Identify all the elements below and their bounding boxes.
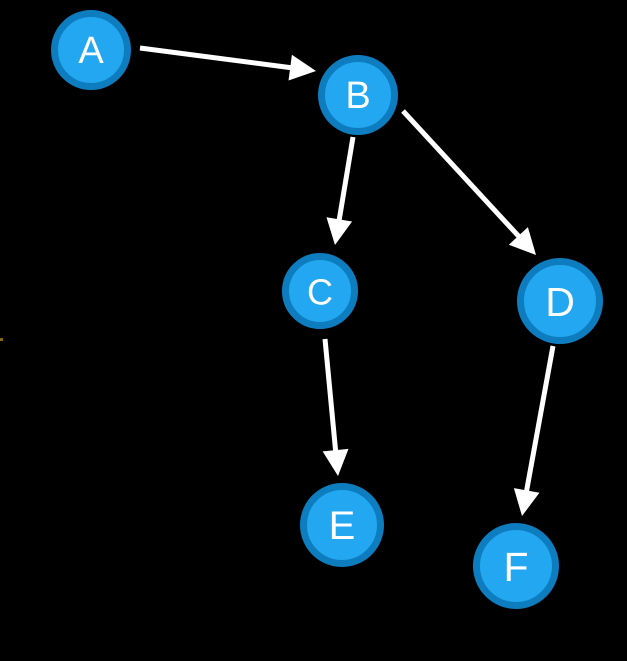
arrowhead-icon: [513, 488, 540, 516]
edge-B-D: [401, 109, 536, 255]
edge-line: [139, 45, 295, 71]
node-C[interactable]: C: [282, 253, 358, 329]
nodes-layer: A B C D E F: [51, 10, 603, 609]
node-circle[interactable]: [517, 258, 603, 344]
node-circle[interactable]: [300, 483, 384, 567]
edge-A-B: [139, 45, 316, 81]
arrowhead-icon: [322, 448, 349, 476]
node-circle[interactable]: [51, 10, 131, 90]
edge-line: [401, 109, 523, 241]
node-E[interactable]: E: [300, 483, 384, 567]
arrowhead-icon: [326, 217, 353, 245]
node-A[interactable]: A: [51, 10, 131, 90]
edge-C-E: [322, 338, 349, 476]
node-D[interactable]: D: [517, 258, 603, 344]
edge-B-C: [326, 136, 356, 245]
edge-D-F: [513, 345, 556, 516]
node-circle[interactable]: [473, 523, 559, 609]
edges-layer: [139, 45, 556, 516]
node-circle[interactable]: [318, 55, 398, 135]
edge-line: [523, 345, 556, 495]
stray-pixel-artifact: [0, 338, 3, 341]
edge-line: [322, 338, 339, 455]
node-F[interactable]: F: [473, 523, 559, 609]
node-B[interactable]: B: [318, 55, 398, 135]
node-circle[interactable]: [282, 253, 358, 329]
edge-line: [336, 136, 356, 224]
arrowhead-icon: [288, 54, 316, 81]
arrowhead-icon: [508, 227, 536, 255]
